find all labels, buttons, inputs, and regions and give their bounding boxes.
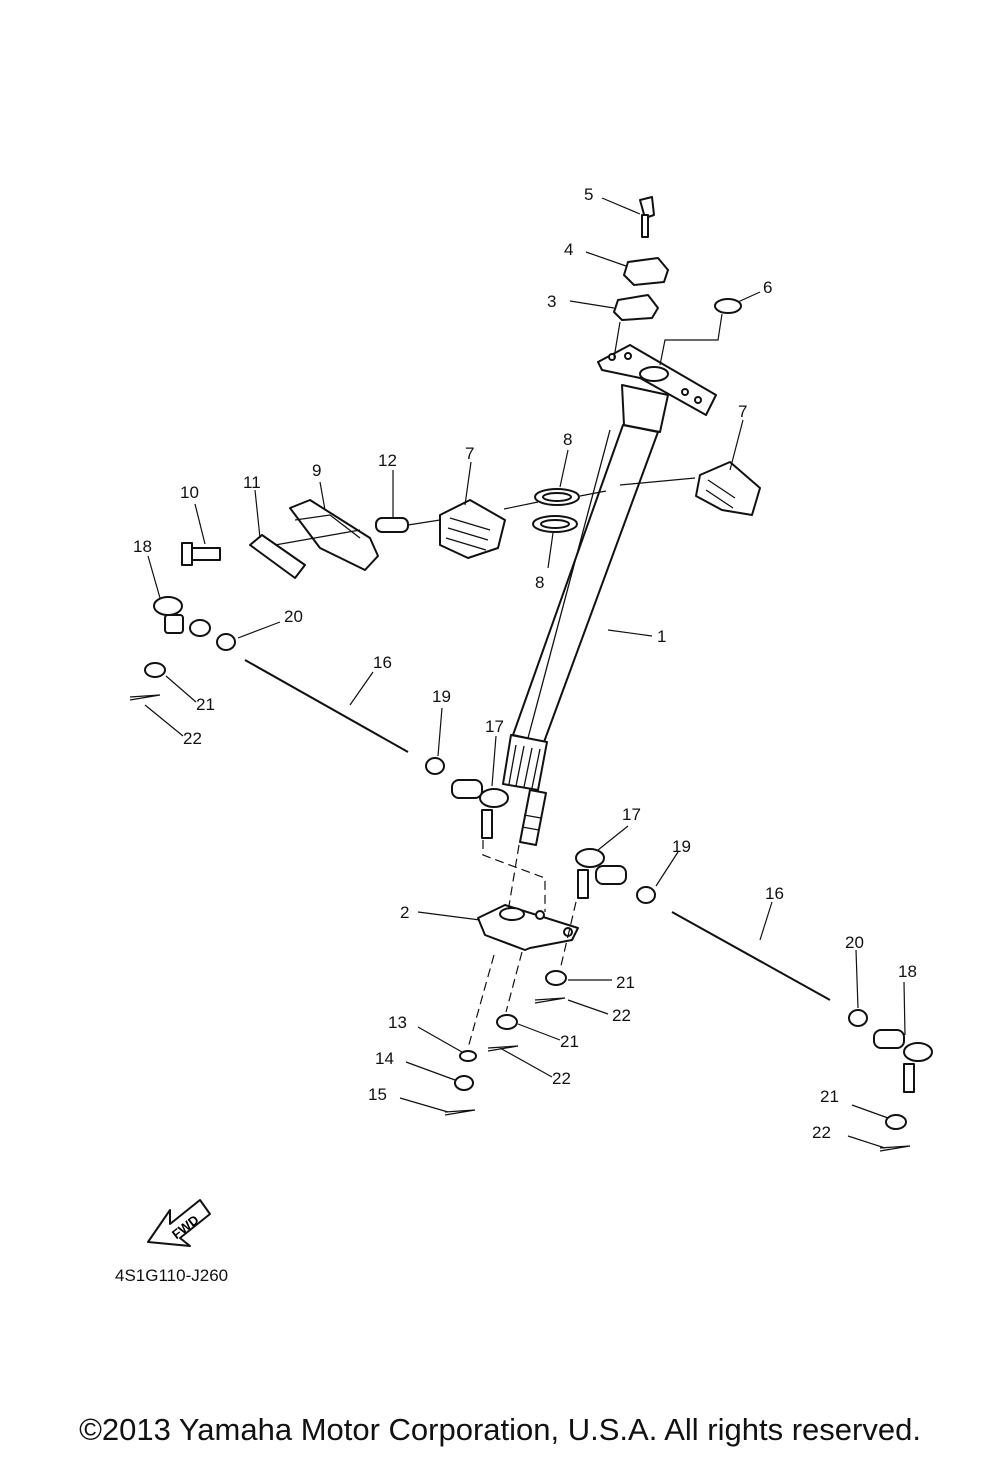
nuts-and-pins [129, 633, 911, 1152]
callout-21-mid-lower: 21 [560, 1032, 579, 1051]
callout-22-left: 22 [183, 729, 202, 748]
oil-seals [532, 488, 580, 533]
callout-1: 1 [657, 627, 666, 646]
callout-15: 15 [368, 1085, 387, 1104]
forward-arrow: FWD [147, 1199, 211, 1247]
callout-3: 3 [547, 292, 556, 311]
callout-18-right: 18 [898, 962, 917, 981]
callout-20-right: 20 [845, 933, 864, 952]
steering-column [502, 344, 717, 846]
callout-16-left: 16 [373, 653, 392, 672]
callout-17-right: 17 [622, 805, 641, 824]
callout-5: 5 [584, 185, 593, 204]
callout-21-left: 21 [196, 695, 215, 714]
handlebar-holders [439, 461, 761, 559]
left-fasteners [181, 499, 409, 579]
copyright-notice: ©2013 Yamaha Motor Corporation, U.S.A. A… [79, 1412, 921, 1447]
callout-7-left: 7 [465, 444, 474, 463]
callout-16-right: 16 [765, 884, 784, 903]
tie-rod-ends [153, 596, 933, 1093]
callout-19-left: 19 [432, 687, 451, 706]
callout-9: 9 [312, 461, 321, 480]
callout-12: 12 [378, 451, 397, 470]
callout-21-mid-upper: 21 [616, 973, 635, 992]
callout-20-left: 20 [284, 607, 303, 626]
callout-numbers: 1 2 3 4 5 6 7 7 8 8 9 10 11 12 13 14 15 … [133, 185, 917, 1142]
callout-19-right: 19 [672, 837, 691, 856]
tie-rods [244, 659, 831, 1001]
callout-18-left: 18 [133, 537, 152, 556]
callout-22-mid-upper: 22 [612, 1006, 631, 1025]
callout-13: 13 [388, 1013, 407, 1032]
callout-7-upper-right: 7 [738, 402, 747, 421]
callout-8-lower: 8 [535, 573, 544, 592]
callout-2: 2 [400, 903, 409, 922]
callout-17-left: 17 [485, 717, 504, 736]
pitman-arm [477, 904, 579, 951]
callout-22-right: 22 [812, 1123, 831, 1142]
callout-6: 6 [763, 278, 772, 297]
callout-4: 4 [564, 240, 573, 259]
drawing-code: 4S1G110-J260 [115, 1266, 229, 1285]
upper-holder-assembly [613, 196, 742, 321]
callout-10: 10 [180, 483, 199, 502]
assembly-lines [274, 313, 723, 1049]
callout-22-mid-lower: 22 [552, 1069, 571, 1088]
callout-14: 14 [375, 1049, 394, 1068]
callout-21-right: 21 [820, 1087, 839, 1106]
callout-11: 11 [243, 473, 261, 492]
callout-8-upper: 8 [563, 430, 572, 449]
callout-leaders [144, 197, 906, 1149]
